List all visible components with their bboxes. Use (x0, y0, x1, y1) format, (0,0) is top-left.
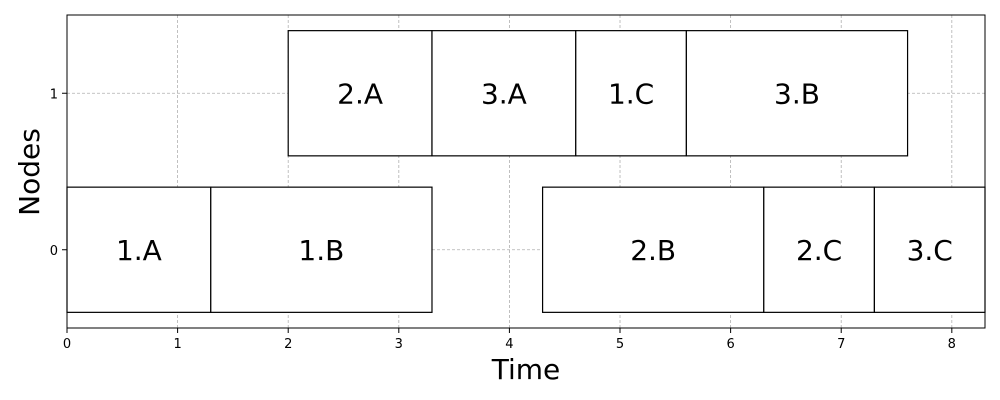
task-label: 3.A (481, 77, 527, 110)
x-tick-label: 7 (837, 337, 845, 352)
task-bar (873, 186, 986, 313)
task-label: 3.C (907, 234, 953, 267)
task-label: 1.C (608, 77, 654, 110)
x-tick-label: 0 (63, 337, 71, 352)
x-axis-label: Time (491, 353, 561, 386)
task-bar (431, 30, 577, 157)
x-tick-label: 2 (284, 337, 292, 352)
task-label: 1.A (116, 234, 162, 267)
x-tick-label: 6 (726, 337, 734, 352)
task-bar (541, 186, 765, 313)
task-label: 1.B (298, 234, 344, 267)
x-tick-label: 1 (173, 337, 181, 352)
y-axis-label: Nodes (13, 128, 46, 216)
x-tick-label: 3 (395, 337, 403, 352)
task-label: 2.B (630, 234, 676, 267)
x-tick-label: 5 (616, 337, 624, 352)
y-tick-label: 0 (50, 244, 58, 259)
x-tick-label: 8 (948, 337, 956, 352)
task-bar (763, 186, 875, 313)
plot-frame (66, 14, 986, 329)
task-label: 2.A (337, 77, 383, 110)
ticks: 0 1 2 3 4 5 6 7 8 0 1 (50, 87, 956, 352)
tasks: 1.A 1.B 2.B 2.C 3.C 2.A 3.A 1.C 3.B (66, 30, 986, 313)
task-bar (287, 30, 433, 157)
task-bar (685, 30, 909, 157)
task-bar (210, 186, 433, 313)
task-label: 3.B (774, 77, 820, 110)
task-bar (575, 30, 687, 157)
x-tick-label: 4 (505, 337, 513, 352)
task-label: 2.C (796, 234, 842, 267)
y-tick-label: 1 (50, 87, 58, 102)
